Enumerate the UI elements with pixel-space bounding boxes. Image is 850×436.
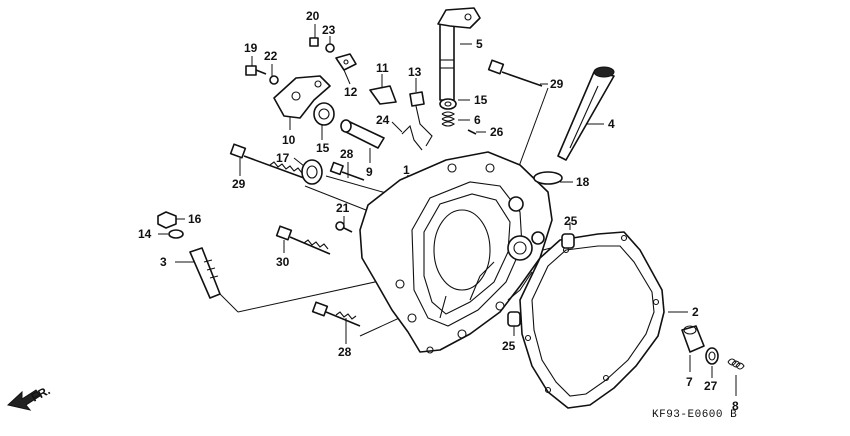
diagram-code: KF93-E0600 B xyxy=(652,409,737,421)
fitting-7 xyxy=(681,325,705,353)
dowel-25-lower xyxy=(507,311,521,327)
callout-18: 18 xyxy=(576,175,590,189)
bolt-28-upper xyxy=(329,161,365,181)
bracket-11 xyxy=(369,85,397,105)
kick-shaft xyxy=(437,7,481,101)
callout-29-left: 29 xyxy=(232,177,246,191)
callout-12: 12 xyxy=(344,85,358,99)
callout-30: 30 xyxy=(276,255,290,269)
o-ring-18 xyxy=(533,171,563,185)
callout-labels: 1 2 3 4 5 6 7 8 9 10 11 12 13 14 15 15 1… xyxy=(138,9,739,413)
callout-9: 9 xyxy=(366,165,373,179)
dowel-25-upper xyxy=(561,233,575,249)
callout-14: 14 xyxy=(138,227,152,241)
washer-15-upper xyxy=(439,98,457,110)
bearing-15-lower xyxy=(313,102,335,126)
screw-21 xyxy=(335,221,353,233)
crankcase-cover xyxy=(359,151,553,354)
callout-23: 23 xyxy=(322,23,336,37)
callout-20: 20 xyxy=(306,9,320,23)
oil-dipstick xyxy=(557,66,615,161)
bolt-28-lower xyxy=(311,301,361,327)
shaft-9 xyxy=(340,119,385,149)
callout-25-upper: 25 xyxy=(564,214,578,228)
nut-16 xyxy=(157,211,177,229)
callout-25-lower: 25 xyxy=(502,339,516,353)
callout-4: 4 xyxy=(608,117,615,131)
callout-16: 16 xyxy=(188,212,202,226)
callout-5: 5 xyxy=(476,37,483,51)
callout-2: 2 xyxy=(692,305,699,319)
callout-13: 13 xyxy=(408,65,422,79)
callout-11: 11 xyxy=(376,61,389,75)
sensor-13 xyxy=(409,91,433,147)
callout-1: 1 xyxy=(403,163,410,177)
callout-7: 7 xyxy=(686,375,693,389)
washer-23 xyxy=(325,43,335,53)
callout-27: 27 xyxy=(704,379,718,393)
callout-6: 6 xyxy=(474,113,481,127)
callout-3: 3 xyxy=(160,255,167,269)
bracket-12 xyxy=(335,53,357,71)
washer-27 xyxy=(705,347,719,365)
callout-21: 21 xyxy=(336,201,350,215)
callout-17: 17 xyxy=(276,151,290,165)
callout-15-lower: 15 xyxy=(316,141,330,155)
oil-seal-17 xyxy=(301,159,323,185)
callout-19: 19 xyxy=(244,41,258,55)
callout-10: 10 xyxy=(282,133,296,147)
callout-26: 26 xyxy=(490,125,504,139)
washer-22 xyxy=(269,75,279,85)
callout-28-upper: 28 xyxy=(340,147,354,161)
callout-24: 24 xyxy=(376,113,390,127)
gasket xyxy=(519,231,665,409)
callout-8: 8 xyxy=(732,399,739,413)
washer-14 xyxy=(168,229,184,239)
bolt-30 xyxy=(275,225,331,255)
wire-24 xyxy=(401,124,423,151)
plate-10 xyxy=(273,75,331,119)
callout-29-right: 29 xyxy=(550,77,564,91)
callout-15-upper: 15 xyxy=(474,93,488,107)
pin-26 xyxy=(467,129,477,135)
bolt-29-left xyxy=(229,143,305,179)
spring-8 xyxy=(727,358,745,370)
bolt-20 xyxy=(309,37,319,47)
bolt-29-right xyxy=(487,59,543,87)
bolt-19 xyxy=(245,65,267,76)
callout-22: 22 xyxy=(264,49,278,63)
front-direction-arrow xyxy=(6,389,41,411)
callout-28-lower: 28 xyxy=(338,345,352,359)
spring-6 xyxy=(441,111,455,127)
adjuster-3 xyxy=(189,247,221,299)
